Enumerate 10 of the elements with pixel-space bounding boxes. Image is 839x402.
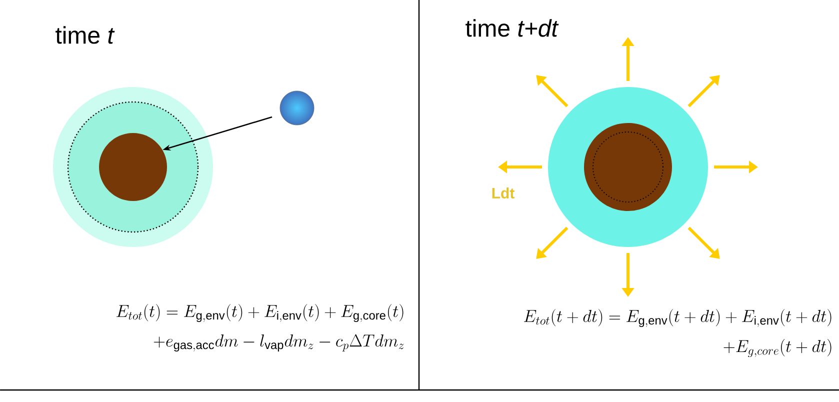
- energy-equation: $+e_{\rm gas,acc} dm - l_{\rm vap} dm_z - c_p \Delta T dm_z$: [154, 334, 404, 352]
- pebble-circle: [280, 90, 314, 126]
- energy-equation: $+E_{g,core}(t+dt)$: [724, 339, 832, 358]
- time-heading: time t+dt: [466, 19, 559, 37]
- time-heading: time t: [56, 26, 115, 44]
- energy-equation: $E_{tot}(t+dt) = E_{\rm g,env}(t+dt) + E_{\rm i,env}(t+dt)$: [524, 309, 832, 327]
- core-circle: [99, 133, 167, 201]
- core-circle: [584, 123, 672, 211]
- energy-equation: $E_{tot}(t) = E_{\rm g,env}(t) + E_{\rm i,env}(t) + E_{\rm g,core}(t)$: [116, 304, 404, 322]
- luminosity-label: Ldt: [492, 187, 514, 198]
